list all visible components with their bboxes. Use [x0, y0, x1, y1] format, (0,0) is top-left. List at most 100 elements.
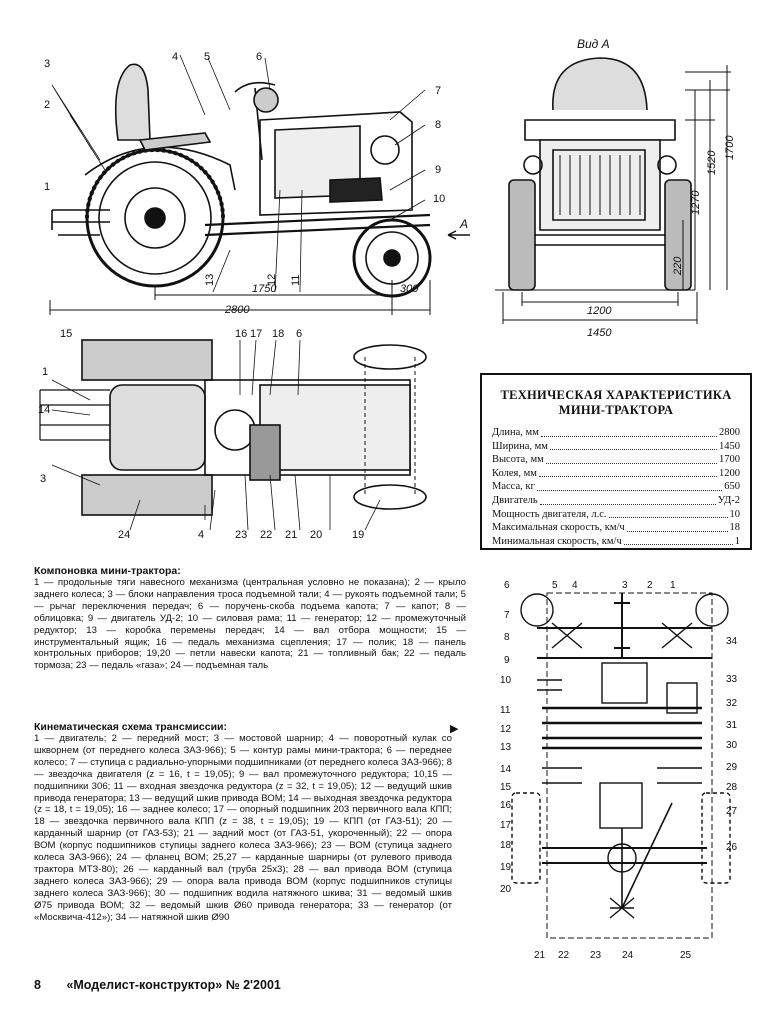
kin-callout-20: 20	[500, 884, 512, 895]
kin-callout-7: 7	[504, 610, 510, 621]
page-footer: 8 «Моделист-конструктор» № 2'2001	[34, 978, 281, 992]
kinematic-scheme-drawing: 1 2 3 4 5 6 7 8 9 10 11 12 13 14 15 16 1…	[500, 580, 738, 961]
view-arrow-label: A	[459, 217, 468, 231]
kin-callout-30: 30	[726, 740, 738, 751]
dim-height-1520: 1520	[706, 150, 718, 175]
top-callout-18: 18	[272, 328, 284, 340]
spec-label: Максимальная скорость, км/ч	[492, 522, 625, 534]
front-view-title: Вид A	[577, 37, 610, 51]
kin-callout-33: 33	[726, 674, 738, 685]
spec-label: Высота, мм	[492, 454, 544, 466]
spec-value: 1700	[719, 454, 740, 466]
kin-callout-5: 5	[552, 580, 558, 591]
dim-wheelbase: 1750	[252, 283, 277, 295]
kin-callout-12: 12	[500, 724, 512, 735]
spec-row: Ширина, мм 1450	[492, 440, 740, 454]
kin-callout-11: 11	[500, 705, 511, 716]
kin-callout-32: 32	[726, 698, 738, 709]
top-callout-4: 4	[198, 529, 204, 541]
side-callout-12: 12	[266, 274, 278, 286]
top-callout-20: 20	[310, 529, 322, 541]
kin-callout-2: 2	[647, 580, 653, 591]
side-callout-13: 13	[204, 274, 216, 286]
top-callout-3: 3	[40, 473, 46, 485]
spec-row: Минимальная скорость, км/ч 1	[492, 535, 740, 549]
dim-front-overhang: 300	[400, 283, 419, 295]
top-callout-22: 22	[260, 529, 272, 541]
side-callout-4: 4	[172, 51, 178, 63]
kinematic-caption: Кинематическая схема трансмиссии: 1 — дв…	[34, 721, 452, 924]
kin-callout-4: 4	[572, 580, 578, 591]
side-callout-11: 11	[290, 275, 302, 286]
top-callout-17: 17	[250, 328, 262, 340]
spec-label: Длина, мм	[492, 427, 539, 438]
side-callout-9: 9	[435, 164, 441, 176]
top-callout-24: 24	[118, 529, 130, 541]
spec-leader-dots	[626, 521, 728, 532]
kin-callout-34: 34	[726, 636, 738, 647]
kin-callout-29: 29	[726, 762, 738, 773]
kin-callout-3: 3	[622, 580, 628, 591]
kin-callout-13: 13	[500, 742, 512, 753]
side-callout-7: 7	[435, 85, 441, 97]
top-view-drawing: 1 3 4 6 14 15 16 17 18 19 20 21 22 23 24	[38, 328, 427, 541]
kin-callout-6: 6	[504, 580, 510, 591]
spec-leader-dots	[549, 440, 717, 451]
page-number: 8	[34, 978, 41, 992]
top-callout-19: 19	[352, 529, 364, 541]
spec-value: 10	[729, 508, 741, 520]
side-callout-6: 6	[256, 51, 262, 63]
kin-callout-21: 21	[534, 950, 546, 961]
kin-callout-26: 26	[726, 842, 738, 853]
top-callout-6: 6	[296, 328, 302, 340]
spec-value: 650	[724, 481, 740, 493]
specs-title-line1: ТЕХНИЧЕСКАЯ ХАРАКТЕРИСТИКА	[500, 388, 732, 402]
top-callout-14: 14	[38, 404, 50, 416]
kin-callout-22: 22	[558, 950, 570, 961]
spec-label: Минимальная скорость, км/ч	[492, 535, 622, 547]
spec-leader-dots	[536, 480, 723, 491]
kin-callout-31: 31	[726, 720, 738, 731]
specs-title-line2: МИНИ-ТРАКТОРА	[558, 403, 674, 417]
kin-callout-10: 10	[500, 675, 512, 686]
spec-leader-dots	[608, 508, 728, 519]
spec-label: Масса, кг	[492, 481, 535, 493]
spec-leader-dots	[545, 453, 717, 464]
spec-row: Колея, мм 1200	[492, 467, 740, 481]
spec-value: 1450	[719, 440, 740, 452]
side-view-drawing: 1 2 3 4 5 6 7 8 9 10 11 12 13 A 1750 280…	[44, 51, 470, 316]
top-callout-16: 16	[235, 328, 247, 340]
spec-label: Ширина, мм	[492, 440, 548, 452]
side-callout-10: 10	[433, 193, 445, 205]
spec-row: Длина, мм 2800	[492, 426, 740, 440]
kin-callout-27: 27	[726, 806, 738, 817]
spec-value: 1	[734, 535, 740, 547]
kin-callout-1: 1	[670, 580, 676, 591]
top-callout-15: 15	[60, 328, 72, 340]
front-view-drawing: Вид A 1700 1520 1270 220 1200 1450	[495, 37, 736, 339]
magazine-name: «Моделист-конструктор» № 2'2001	[66, 978, 281, 992]
side-callout-2: 2	[44, 99, 50, 111]
spec-label: Мощность двигателя, л.с.	[492, 508, 607, 520]
side-callout-3: 3	[44, 58, 50, 70]
spec-leader-dots	[538, 467, 717, 478]
spec-leader-dots	[623, 535, 733, 546]
kin-callout-15: 15	[500, 782, 512, 793]
spec-row: Мощность двигателя, л.с. 10	[492, 508, 740, 522]
spec-leader-dots	[540, 426, 717, 437]
dim-clearance: 220	[672, 256, 684, 276]
spec-value: УД-2	[717, 494, 740, 506]
spec-row: Масса, кг 650	[492, 480, 740, 494]
specs-title: ТЕХНИЧЕСКАЯ ХАРАКТЕРИСТИКА МИНИ-ТРАКТОРА	[482, 388, 750, 418]
kin-callout-18: 18	[500, 840, 512, 851]
spec-value: 2800	[719, 427, 740, 438]
specs-table: ТЕХНИЧЕСКАЯ ХАРАКТЕРИСТИКА МИНИ-ТРАКТОРА…	[480, 373, 752, 550]
kin-callout-8: 8	[504, 632, 510, 643]
spec-value: 1200	[719, 467, 740, 479]
spec-label: Колея, мм	[492, 467, 537, 479]
layout-caption-body: 1 — продольные тяги навесного механизма …	[34, 577, 466, 672]
layout-caption-heading: Компоновка мини-трактора:	[34, 565, 181, 577]
